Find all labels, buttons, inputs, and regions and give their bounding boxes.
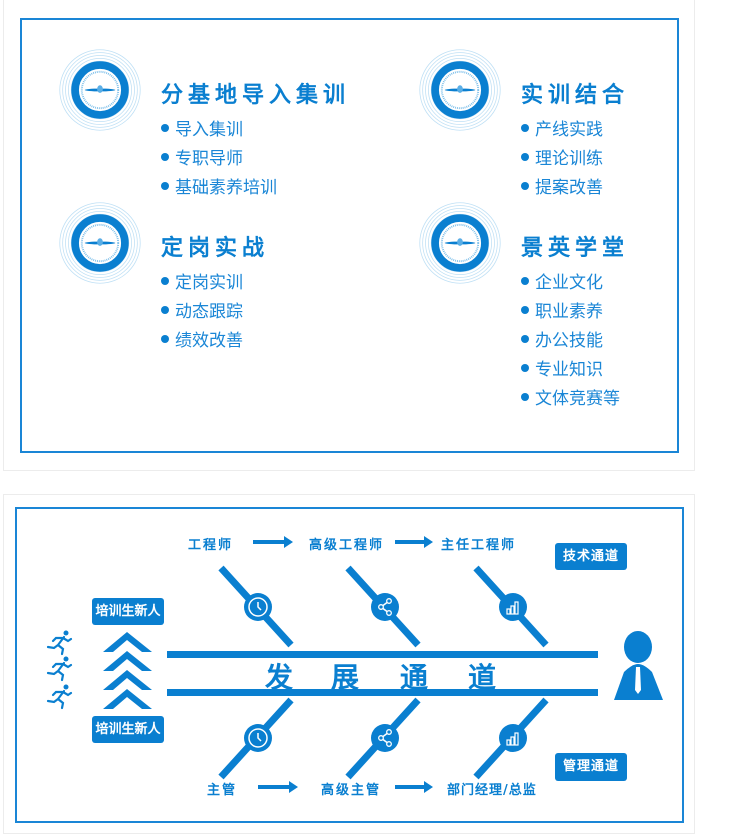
list-item: 办公技能 xyxy=(521,327,620,356)
upper-channel-bar xyxy=(167,651,598,658)
lower-channel-bar xyxy=(167,689,598,696)
bullet-icon xyxy=(161,335,169,343)
list-item-label: 专职导师 xyxy=(175,149,243,169)
block-title: 实训结合 xyxy=(521,83,630,108)
clock-icon xyxy=(244,724,272,752)
target-emblem-icon xyxy=(419,202,501,284)
chevron-up-stack xyxy=(103,632,152,709)
list-item: 职业素养 xyxy=(521,298,620,327)
runner-icon xyxy=(46,656,73,682)
tech-step-senior-engineer: 高级工程师 xyxy=(309,538,385,553)
bullet-icon xyxy=(161,182,169,190)
list-item-label: 绩效改善 xyxy=(175,331,243,351)
bullet-icon xyxy=(521,306,529,314)
list-item-label: 理论训练 xyxy=(535,149,603,169)
block-title: 景英学堂 xyxy=(521,236,630,261)
bar-chart-icon xyxy=(499,593,527,621)
mgmt-step-senior-supervisor: 高级主管 xyxy=(321,783,382,798)
mgmt-step-supervisor: 主管 xyxy=(207,783,238,798)
arrow-right-icon xyxy=(395,781,433,793)
block-item-list: 企业文化职业素养办公技能专业知识文体竞赛等 xyxy=(521,269,620,414)
list-item-label: 职业素养 xyxy=(535,302,603,322)
list-item: 专业知识 xyxy=(521,356,620,385)
title-char: 发 xyxy=(265,661,294,694)
person-icon xyxy=(614,631,663,700)
list-item: 提案改善 xyxy=(521,174,603,203)
career-panel xyxy=(15,507,684,823)
list-item: 企业文化 xyxy=(521,269,620,298)
list-item-label: 办公技能 xyxy=(535,331,603,351)
target-emblem-icon xyxy=(419,49,501,131)
runner-icon xyxy=(46,684,73,710)
list-item-label: 产线实践 xyxy=(535,120,603,140)
target-emblem-icon xyxy=(59,49,141,131)
mgmt-track-badge: 管理通道 xyxy=(555,753,627,781)
training-panel xyxy=(20,18,679,453)
block-title: 定岗实战 xyxy=(161,236,270,261)
list-item-label: 企业文化 xyxy=(535,273,603,293)
bullet-icon xyxy=(161,306,169,314)
mgmt-step-dept-manager: 部门经理/总监 xyxy=(447,783,537,798)
title-char: 通 xyxy=(400,661,429,694)
bullet-icon xyxy=(521,182,529,190)
list-item-label: 导入集训 xyxy=(175,120,243,140)
list-item: 绩效改善 xyxy=(161,327,243,356)
bullet-icon xyxy=(521,393,529,401)
top-outer-frame xyxy=(3,0,695,471)
bar-chart-icon xyxy=(499,724,527,752)
list-item: 定岗实训 xyxy=(161,269,243,298)
target-emblem-icon xyxy=(59,202,141,284)
bullet-icon xyxy=(521,124,529,132)
block-item-list: 定岗实训动态跟踪绩效改善 xyxy=(161,269,243,356)
list-item: 文体竞赛等 xyxy=(521,385,620,414)
list-item-label: 文体竞赛等 xyxy=(535,389,620,409)
newcomer-badge-top: 培训生新人 xyxy=(92,598,164,625)
title-char: 展 xyxy=(331,661,360,694)
tech-step-engineer: 工程师 xyxy=(188,538,234,553)
bottom-outer-frame xyxy=(3,494,695,834)
bullet-icon xyxy=(161,277,169,285)
arrow-right-icon xyxy=(258,781,298,793)
block-title: 分基地导入集训 xyxy=(161,83,351,108)
block-item-list: 产线实践理论训练提案改善 xyxy=(521,116,603,203)
list-item: 专职导师 xyxy=(161,145,277,174)
bullet-icon xyxy=(521,335,529,343)
list-item-label: 专业知识 xyxy=(535,360,603,380)
share-icon xyxy=(371,724,399,752)
list-item-label: 定岗实训 xyxy=(175,273,243,293)
clock-icon xyxy=(244,593,272,621)
list-item-label: 动态跟踪 xyxy=(175,302,243,322)
tech-step-principal-engineer: 主任工程师 xyxy=(441,538,517,553)
list-item: 产线实践 xyxy=(521,116,603,145)
bullet-icon xyxy=(521,277,529,285)
list-item: 基础素养培训 xyxy=(161,174,277,203)
arrow-right-icon xyxy=(395,536,433,548)
list-item-label: 提案改善 xyxy=(535,178,603,198)
list-item: 动态跟踪 xyxy=(161,298,243,327)
block-item-list: 导入集训专职导师基础素养培训 xyxy=(161,116,277,203)
list-item: 理论训练 xyxy=(521,145,603,174)
share-icon xyxy=(371,593,399,621)
list-item-label: 基础素养培训 xyxy=(175,178,277,198)
bullet-icon xyxy=(521,364,529,372)
list-item: 导入集训 xyxy=(161,116,277,145)
runner-icon xyxy=(46,630,73,656)
tech-track-badge: 技术通道 xyxy=(555,543,627,570)
title-char: 道 xyxy=(468,661,497,694)
newcomer-badge-bottom: 培训生新人 xyxy=(92,716,164,743)
runner-icons xyxy=(46,630,73,710)
arrow-right-icon xyxy=(253,536,293,548)
bullet-icon xyxy=(521,153,529,161)
bullet-icon xyxy=(161,124,169,132)
bullet-icon xyxy=(161,153,169,161)
